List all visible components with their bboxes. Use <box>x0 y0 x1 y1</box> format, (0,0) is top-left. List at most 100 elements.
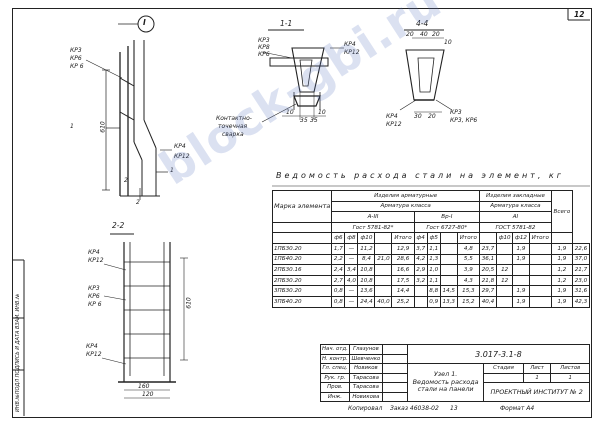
row-cell: — <box>344 295 359 308</box>
steel-consumption-table: Марка элемента Изделия арматурные Издели… <box>271 189 591 308</box>
subheader-cell: ф6 <box>331 232 346 244</box>
row-cell: — <box>344 253 359 266</box>
s22-dim-120: 120 <box>142 391 154 398</box>
row-cell: 2,4 <box>331 264 346 276</box>
row-cell: 21,0 <box>374 253 393 266</box>
left-callout-1: КР3 <box>70 47 82 54</box>
row-cell: 0,8 <box>331 295 346 308</box>
tb-code: 3.017-3.1-8 <box>406 344 591 364</box>
s22-callout-5: КР 6 <box>88 301 102 308</box>
row-cell <box>528 285 552 297</box>
row-cell: 3,9 <box>456 264 480 276</box>
copied-label: Копировал <box>348 405 383 412</box>
s22-callout-1: КР4 <box>88 249 100 256</box>
row-cell: 0,9 <box>426 295 441 308</box>
s22-callout-6: КР4 <box>86 343 98 350</box>
s11-callout-2: КР8 <box>258 44 270 51</box>
s44-dim-3: 20 <box>432 31 440 38</box>
row-cell: 20,5 <box>478 264 497 276</box>
row-cell <box>528 253 552 266</box>
row-cell: 1,9 <box>512 295 530 308</box>
row-cell <box>528 264 552 276</box>
row-cell: 15,3 <box>456 285 480 297</box>
row-cell: 42,3 <box>571 295 591 308</box>
row-cell: 2,7 <box>331 274 346 287</box>
row-cell: 1,9 <box>550 295 573 308</box>
row-cell: 12,9 <box>391 242 415 255</box>
row-cell: 23,0 <box>571 274 591 287</box>
row-cell: 10,8 <box>357 274 376 287</box>
tb-name: Тарасова <box>348 372 383 383</box>
s44-dim-2: 40 <box>420 31 428 38</box>
tb-stage-header: Стадия <box>483 363 524 374</box>
tb-role: Гл. спец. <box>320 363 350 374</box>
vedomost-title: Ведомость расхода стали на элемент, кг <box>276 171 564 180</box>
subheader-cell <box>439 232 458 244</box>
row-cell: 40,4 <box>478 295 497 308</box>
header-blank <box>271 221 333 234</box>
sheet-count: 13 <box>450 405 458 412</box>
s22-callout-2: КР12 <box>88 257 104 264</box>
subheader-cell <box>374 232 393 244</box>
row-mark: 3ПБ30.20 <box>271 285 333 297</box>
weld-note-2: точечная <box>218 123 248 130</box>
tb-sign <box>381 344 408 355</box>
row-cell: 3,2 <box>413 274 428 287</box>
row-cell: 15,2 <box>456 295 480 308</box>
left-callout-4: КР4 <box>174 143 186 150</box>
tb-sheet-title-3: стали на панели <box>417 385 474 394</box>
row-cell <box>495 253 514 266</box>
s44-dim-5: 30 <box>414 113 422 120</box>
row-cell: 21,8 <box>478 274 497 287</box>
row-cell: 23,7 <box>478 242 497 255</box>
row-cell <box>439 242 458 255</box>
row-cell: 14,5 <box>439 285 458 297</box>
tb-sign <box>381 391 408 402</box>
s11-dim-2: 35 <box>300 117 308 124</box>
row-cell <box>374 264 393 276</box>
subheader-cell <box>478 232 497 244</box>
row-cell <box>528 274 552 287</box>
tb-role: Инж. <box>320 391 350 402</box>
weld-note-1: Контактно- <box>216 115 252 122</box>
tb-role: Пров. <box>320 382 350 393</box>
s11-dim-1: 10 <box>286 109 294 116</box>
row-cell: 1,9 <box>512 285 530 297</box>
s44-dim-1: 20 <box>406 31 414 38</box>
sheet-frame <box>12 8 592 418</box>
subheader-cell: ф10 <box>495 232 514 244</box>
tb-sign <box>381 353 408 364</box>
row-cell: — <box>344 285 359 297</box>
row-cell <box>439 253 458 266</box>
row-cell <box>374 285 393 297</box>
left-callout-5: КР12 <box>174 153 190 160</box>
row-cell: 13,6 <box>357 285 376 297</box>
row-cell: 29,7 <box>478 285 497 297</box>
s22-callout-4: КР6 <box>88 293 100 300</box>
s44-callout-1: КР4 <box>386 113 398 120</box>
row-cell: 1,9 <box>550 253 573 266</box>
s22-dim-160: 160 <box>138 383 150 390</box>
row-cell: 4,2 <box>413 253 428 266</box>
row-cell: 12 <box>495 274 514 287</box>
s11-callout-1: КР3 <box>258 37 270 44</box>
row-cell <box>512 264 530 276</box>
tb-stage-value <box>483 372 524 383</box>
tb-sheet-title-1: Узел 1. <box>433 369 458 378</box>
row-cell: 10,8 <box>357 264 376 276</box>
axis-1-right: 1 <box>170 167 174 174</box>
header-gost-1: Гост 5781-82* <box>331 221 415 234</box>
row-cell: 1,7 <box>331 242 346 255</box>
row-cell: 2,2 <box>331 253 346 266</box>
row-cell: 24,4 <box>357 295 376 308</box>
row-mark: 1ПБ40.20 <box>271 253 333 266</box>
row-cell: 1,3 <box>426 253 441 266</box>
tb-name: Новикова <box>348 391 383 402</box>
